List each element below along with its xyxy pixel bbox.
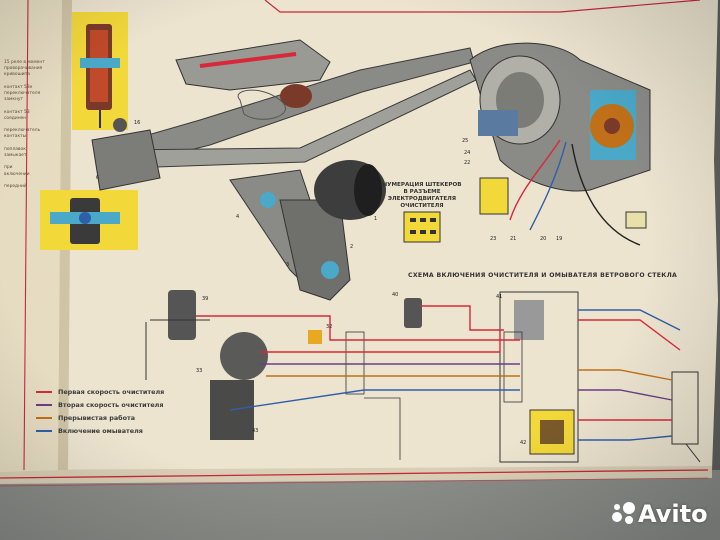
label-39: 39 xyxy=(202,296,209,302)
label-4: 4 xyxy=(236,214,240,220)
legend-washer: Включение омывателя xyxy=(58,427,143,435)
label-2: 2 xyxy=(350,244,354,250)
label-23: 23 xyxy=(490,236,497,242)
label-1: 1 xyxy=(374,216,378,222)
connector-title-line-3: ЭЛЕКТРОДВИГАТЕЛЯ xyxy=(387,196,457,202)
label-25: 25 xyxy=(462,138,469,144)
label-21: 21 xyxy=(510,236,517,242)
connector-title: НУМЕРАЦИЯ ШТЕКЕРОВ В РАЗЪЕМЕ ЭЛЕКТРОДВИГ… xyxy=(378,182,466,210)
avito-watermark-text: Avito xyxy=(638,500,708,528)
label-24: 24 xyxy=(464,150,471,156)
label-32: 32 xyxy=(326,324,333,330)
label-6: 6 xyxy=(96,175,100,181)
label-22: 22 xyxy=(464,160,471,166)
avito-logo-icon xyxy=(612,502,636,526)
label-40: 40 xyxy=(392,292,399,298)
legend-second-speed: Вторая скорость очистителя xyxy=(58,401,164,409)
legend-interval: Прерывистая работа xyxy=(58,414,136,422)
connector-title-line-4: ОЧИСТИТЕЛЯ xyxy=(400,203,444,209)
label-33: 33 xyxy=(196,368,203,374)
label-19: 19 xyxy=(556,236,563,242)
connector-title-line-1: НУМЕРАЦИЯ ШТЕКЕРОВ xyxy=(382,182,462,188)
label-42: 42 xyxy=(520,440,527,446)
connector-title-line-2: В РАЗЪЕМЕ xyxy=(403,189,441,195)
side-text: 15 реле в момент проворачивания кривошип… xyxy=(4,60,45,190)
label-3: 3 xyxy=(286,262,290,268)
legend-first-speed: Первая скорость очистителя xyxy=(58,388,165,396)
schematic-title: СХЕМА ВКЛЮЧЕНИЯ ОЧИСТИТЕЛЯ И ОМЫВАТЕЛЯ В… xyxy=(408,272,678,279)
avito-watermark: Avito xyxy=(612,500,708,528)
label-16: 16 xyxy=(134,120,141,126)
label-43: 43 xyxy=(252,428,259,434)
label-41: 41 xyxy=(496,294,503,300)
label-20: 20 xyxy=(540,236,547,242)
